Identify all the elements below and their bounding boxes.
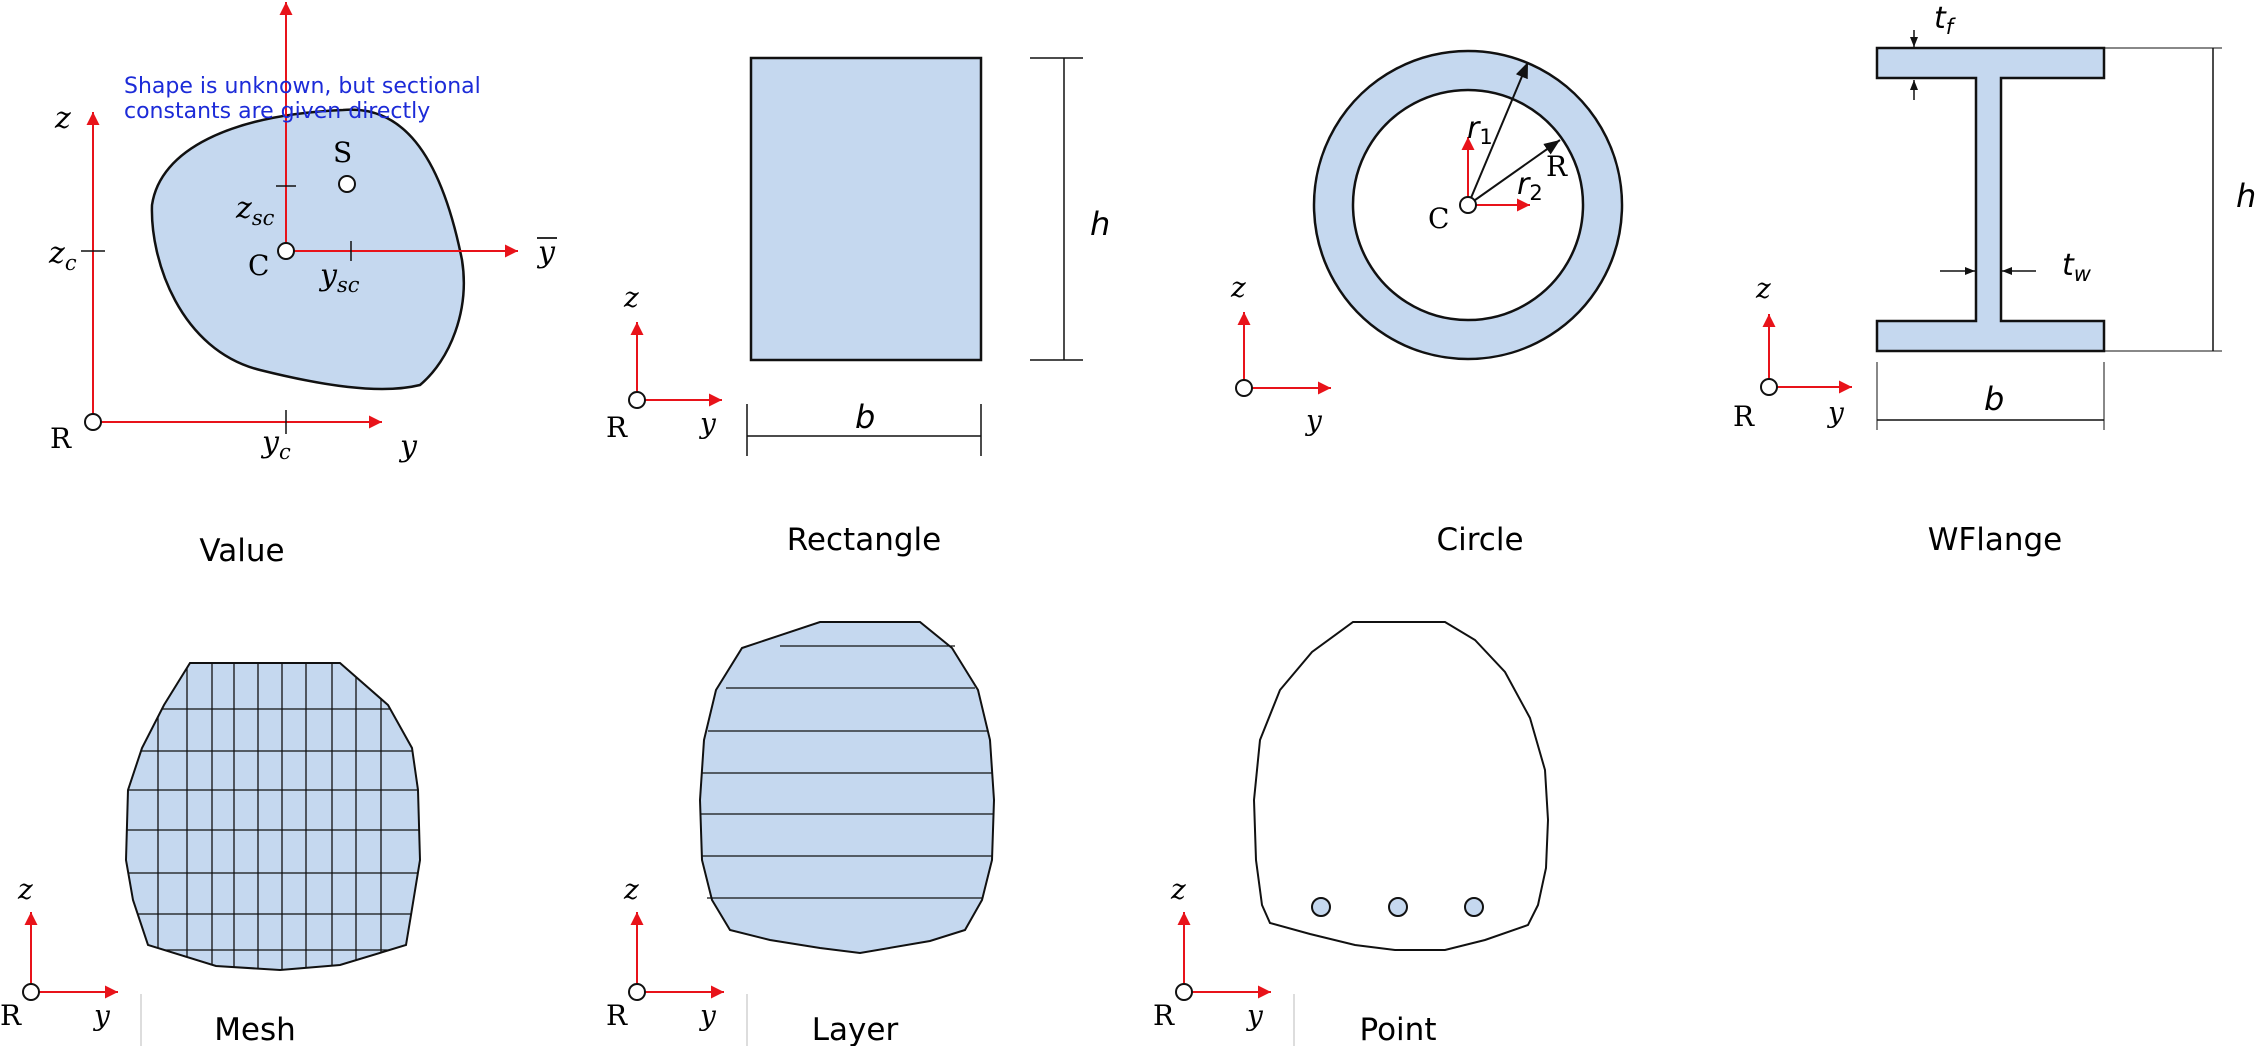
reference-point xyxy=(1235,379,1253,397)
label-C: C xyxy=(248,249,269,282)
centroid-point xyxy=(1459,196,1477,214)
label-z: z xyxy=(17,873,33,906)
label-R-inner: R xyxy=(1546,150,1568,183)
label-zsc: zsc xyxy=(235,191,275,230)
reference-point xyxy=(22,983,40,1001)
label-z: z xyxy=(623,281,639,314)
fiber-point-1 xyxy=(1311,897,1331,917)
value-panel: S C R z y y zc yc zsc ysc Shape is unkno… xyxy=(48,2,557,569)
caption-value: Value xyxy=(199,533,284,569)
reference-point xyxy=(628,391,646,409)
label-z: z xyxy=(623,873,639,906)
reference-point xyxy=(628,983,646,1001)
layer-panel: z y R Layer xyxy=(606,621,996,1046)
rectangle-section xyxy=(749,56,983,362)
fiber-point-3 xyxy=(1464,897,1484,917)
label-R: R xyxy=(50,422,72,455)
r1-arrow xyxy=(1467,61,1529,206)
caption-circle: Circle xyxy=(1436,522,1523,558)
label-z: z xyxy=(54,101,71,136)
arbitrary-shape xyxy=(150,108,465,391)
caption-layer: Layer xyxy=(812,1012,899,1046)
label-tf: tf xyxy=(1934,1,1957,39)
label-R: R xyxy=(606,999,628,1032)
caption-rectangle: Rectangle xyxy=(787,522,941,558)
label-b: b xyxy=(855,398,875,436)
label-y: y xyxy=(1304,404,1323,437)
label-r1: r1 xyxy=(1467,111,1493,149)
reference-point xyxy=(84,413,102,431)
label-R: R xyxy=(606,411,628,444)
r2-arrow xyxy=(1467,139,1561,206)
caption-mesh: Mesh xyxy=(214,1012,296,1046)
note-line-2: constants are given directly xyxy=(124,99,430,124)
label-z: z xyxy=(1170,873,1186,906)
mesh-outline xyxy=(124,662,422,972)
label-y: y xyxy=(698,407,717,440)
layer-lines xyxy=(700,645,994,899)
mesh-panel: z y R Mesh xyxy=(0,662,422,1046)
circle-panel: r1 r2 C R z y Circle xyxy=(1230,49,1624,558)
layer-outline xyxy=(698,621,996,955)
label-yc: yc xyxy=(260,425,291,464)
label-zc: zc xyxy=(48,236,77,275)
wflange-panel: tf tw h b z y R WFlange xyxy=(1733,1,2256,558)
label-h: h xyxy=(1090,205,1110,243)
hollow-circle-section xyxy=(1312,49,1624,361)
label-y: y xyxy=(92,999,111,1032)
point-panel: z y R Point xyxy=(1153,621,1550,1046)
label-y: y xyxy=(698,999,717,1032)
shear-center-point xyxy=(338,175,356,193)
label-ysc: ysc xyxy=(318,258,360,297)
label-C: C xyxy=(1428,202,1449,235)
label-z: z xyxy=(1230,271,1246,304)
rectangle-panel: h b z y R Rectangle xyxy=(606,56,1110,558)
label-y: y xyxy=(398,429,418,464)
reference-point xyxy=(1760,378,1778,396)
label-y: y xyxy=(1826,396,1845,429)
note-line-1: Shape is unknown, but sectional xyxy=(124,74,481,99)
label-R: R xyxy=(0,999,22,1032)
label-h: h xyxy=(2236,177,2256,215)
label-ybar: y xyxy=(536,235,556,270)
reference-point xyxy=(1175,983,1193,1001)
fiber-point-2 xyxy=(1388,897,1408,917)
caption-point: Point xyxy=(1360,1012,1437,1046)
label-R: R xyxy=(1733,400,1755,433)
label-S: S xyxy=(333,136,352,169)
label-r2: r2 xyxy=(1517,167,1543,205)
label-z: z xyxy=(1755,272,1771,305)
label-R: R xyxy=(1153,999,1175,1032)
caption-wflange: WFlange xyxy=(1928,522,2063,558)
label-tw: tw xyxy=(2062,248,2092,286)
point-outline xyxy=(1252,621,1550,951)
label-y: y xyxy=(1245,999,1264,1032)
wide-flange-outline xyxy=(1875,46,2106,353)
label-b: b xyxy=(1984,380,2004,418)
centroid-point xyxy=(277,242,295,260)
